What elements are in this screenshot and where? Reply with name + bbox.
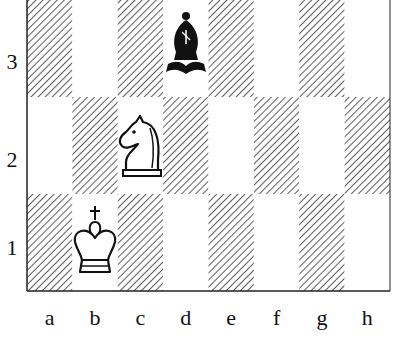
dark-square <box>118 0 163 97</box>
board-edge <box>390 0 391 291</box>
dark-square <box>299 0 344 97</box>
light-square <box>345 0 390 97</box>
dark-square <box>72 97 117 194</box>
light-square <box>209 97 254 194</box>
light-square <box>72 194 117 291</box>
dark-square <box>299 194 344 291</box>
light-square <box>27 97 72 194</box>
light-square <box>254 0 299 97</box>
dark-square <box>209 194 254 291</box>
dark-square <box>163 97 208 194</box>
board-squares <box>27 0 390 291</box>
light-square <box>299 97 344 194</box>
dark-square <box>209 0 254 97</box>
white-knight <box>120 116 161 176</box>
light-square <box>118 97 163 194</box>
black-bishop <box>166 12 206 74</box>
light-square <box>345 194 390 291</box>
dark-square <box>254 97 299 194</box>
rank-label: 2 <box>7 149 18 171</box>
dark-square <box>345 97 390 194</box>
light-square <box>163 0 208 97</box>
file-label: c <box>136 307 146 329</box>
file-label: d <box>180 307 191 329</box>
file-label: b <box>90 307 101 329</box>
file-label: a <box>45 307 55 329</box>
light-square <box>72 0 117 97</box>
white-king <box>75 206 115 272</box>
light-square <box>163 194 208 291</box>
file-label: f <box>273 307 280 329</box>
file-label: g <box>316 307 327 329</box>
rank-label: 1 <box>7 237 18 259</box>
board-edge <box>27 290 390 292</box>
dark-square <box>27 0 72 97</box>
dark-square <box>118 194 163 291</box>
light-square <box>254 194 299 291</box>
rank-label: 3 <box>7 51 18 73</box>
dark-square <box>27 194 72 291</box>
board-edge <box>26 0 28 291</box>
file-label: h <box>362 307 373 329</box>
file-label: e <box>226 307 236 329</box>
